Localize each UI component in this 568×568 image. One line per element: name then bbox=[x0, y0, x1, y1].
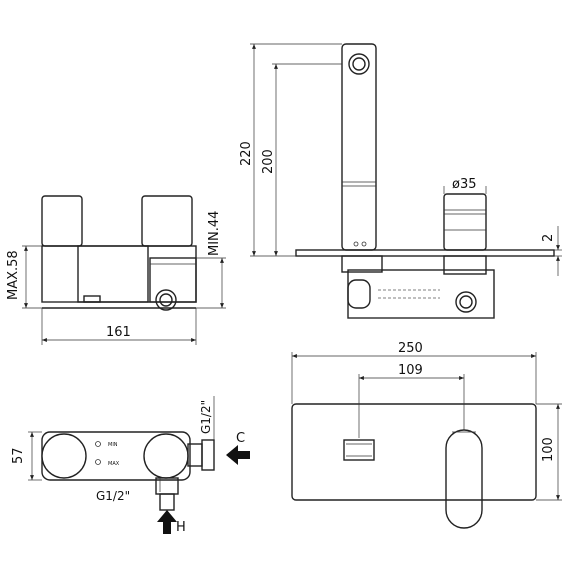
left-handle bbox=[41, 195, 83, 247]
plate-view: 250 109 100 bbox=[291, 341, 562, 529]
dim-250: 250 bbox=[398, 341, 423, 356]
wall-plate bbox=[295, 249, 555, 257]
top-view-left-circle bbox=[41, 433, 87, 479]
dim-min44: MIN.44 bbox=[207, 211, 222, 256]
lever-handle bbox=[445, 429, 483, 529]
side-view: 220 200 ø35 2 bbox=[239, 43, 562, 319]
dim-max58: MAX.58 bbox=[6, 250, 21, 300]
dim-diameter-35: ø35 bbox=[452, 177, 477, 192]
dim-161: 161 bbox=[106, 325, 131, 340]
label-min: MIN bbox=[108, 442, 118, 448]
right-handle bbox=[141, 195, 193, 247]
arrow-h-icon bbox=[157, 510, 177, 534]
top-view-right-circle bbox=[143, 433, 189, 479]
front-view: MAX.58 MIN.44 161 bbox=[6, 195, 226, 345]
label-h: H bbox=[176, 520, 186, 535]
outlet-connection bbox=[155, 289, 177, 311]
label-c: C bbox=[236, 431, 245, 446]
wall-plate-front bbox=[291, 403, 537, 501]
dim-200: 200 bbox=[261, 149, 276, 174]
dim-109: 109 bbox=[398, 363, 423, 378]
dim-g12-bottom: G1/2" bbox=[96, 489, 130, 503]
spout-outlet bbox=[343, 439, 375, 461]
dim-2: 2 bbox=[541, 234, 556, 242]
handle-knob bbox=[443, 193, 487, 251]
top-view: MIN MAX 57 G1/2" G1/2" C H bbox=[11, 396, 250, 535]
dim-g12-top: G1/2" bbox=[199, 400, 213, 434]
arrow-c-icon bbox=[226, 445, 250, 465]
dim-100: 100 bbox=[541, 437, 556, 462]
label-max: MAX bbox=[108, 461, 120, 467]
dim-220: 220 bbox=[239, 141, 254, 166]
spout bbox=[341, 43, 377, 251]
dim-57: 57 bbox=[11, 447, 26, 464]
